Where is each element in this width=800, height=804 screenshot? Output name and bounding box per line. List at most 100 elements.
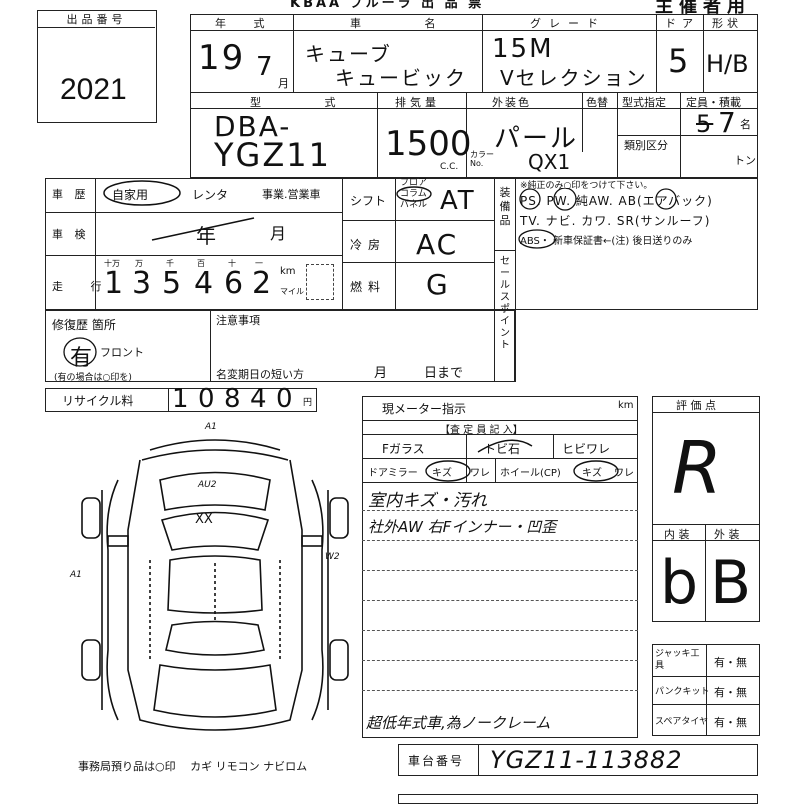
repair-label: 修復歴 箇所 <box>52 318 116 332</box>
model-2: YGZ11 <box>214 136 331 174</box>
comment-3: 超低年式車,為ノークレーム <box>366 714 551 732</box>
notice-label: 注意事項 <box>216 314 260 327</box>
mileage-digit: 5 <box>162 266 184 301</box>
equipment-note: ※純正のみ○印をつけて下さい。 <box>520 181 653 191</box>
diagram-mark: W2 <box>325 552 340 562</box>
comment-2: 社外AW 右Fインナー・凹歪 <box>368 518 557 536</box>
load-unit: トン <box>734 154 756 167</box>
car-name-label: 車 名 <box>350 17 466 30</box>
meter-circles <box>425 439 619 482</box>
doors-label: ドア <box>665 17 699 30</box>
evaluation-grid <box>652 396 760 622</box>
type-spec-label: 型式指定 <box>622 96 666 109</box>
equipment-line-2[interactable]: TV. ナビ. カワ. SR(サンルーフ) <box>520 214 711 228</box>
recycle-label: リサイクル料 <box>62 394 134 408</box>
spare-label: スペアタイヤ <box>655 717 709 727</box>
interior-value: b <box>660 548 701 618</box>
puncture-value[interactable]: 有・無 <box>714 686 747 699</box>
glass-option-chip[interactable]: トビ石 <box>484 442 521 456</box>
mileage-unit-check[interactable] <box>306 264 334 300</box>
comment-1: 室内キズ・汚れ <box>368 491 487 511</box>
chassis-value: YGZ11-113882 <box>490 746 683 774</box>
ac-label: 冷房 <box>350 238 387 252</box>
car-name-2: キュービック <box>335 66 467 90</box>
meter-unit: km <box>618 400 634 411</box>
lot-number-box: 出品番号 2021 <box>37 10 157 123</box>
diagram-mark: XX <box>195 512 213 527</box>
color-code-label: カラーNo. <box>470 150 494 168</box>
meter-grid <box>362 396 638 738</box>
puncture-label: パンクキット <box>655 687 710 697</box>
repair-note: (有の場合は○印を) <box>54 373 132 383</box>
mileage-unit-mile: マイル <box>280 287 304 296</box>
repair-grid <box>45 310 515 382</box>
doors-value: 5 <box>668 42 691 80</box>
wheel-option-crack[interactable]: ワレ <box>614 468 634 479</box>
lot-number-label: 出品番号 <box>38 11 155 28</box>
wheel-option-scratch[interactable]: キズ <box>582 468 602 479</box>
body-label: 形状 <box>712 17 742 30</box>
mileage-digit: 1 <box>104 266 126 301</box>
grade-2: Vセレクション <box>500 66 648 90</box>
displacement-value: 1500 <box>385 124 472 164</box>
inspection-label: 車 検 <box>52 228 90 241</box>
name-change-day: 日まで <box>424 366 464 381</box>
mirror-option-crack[interactable]: ワレ <box>470 468 490 479</box>
top-right-label: 主催者用 <box>655 0 751 17</box>
diagram-mark: A1 <box>205 422 217 432</box>
glass-label: Fガラス <box>382 442 425 456</box>
meter-label: 現メーター指示 <box>382 402 467 416</box>
ac-value: AC <box>416 228 459 261</box>
history-grid <box>45 178 758 310</box>
mileage-digit: 4 <box>194 266 216 301</box>
exterior-color-value: パール <box>494 124 579 154</box>
jack-value[interactable]: 有・無 <box>714 656 747 669</box>
diagram-mark: A1 <box>70 570 82 580</box>
capacity-unit: 名 <box>740 118 751 131</box>
usage-rental[interactable]: レンタ <box>192 188 229 202</box>
usage-private-circle <box>103 180 181 206</box>
mileage-digit: 2 <box>252 266 274 301</box>
usage-business[interactable]: 事業.営業車 <box>262 188 321 201</box>
recycle-box <box>45 388 317 412</box>
shift-options: フロア コラム パネル <box>400 178 428 210</box>
category-label: 類別区分 <box>624 139 668 152</box>
bottom-box <box>398 794 758 804</box>
usage-label: 車 歴 <box>52 188 90 201</box>
mileage-digit: 6 <box>224 266 246 301</box>
diagram-footer: 事務局預り品は○印 カギ リモコン ナビロム <box>78 760 308 773</box>
mileage-unit-km: km <box>280 266 296 277</box>
displacement-unit: C.C. <box>440 162 459 172</box>
model-label: 型 式 <box>250 96 366 109</box>
recycle-unit: 円 <box>303 398 313 408</box>
score-label: 評 価 点 <box>676 399 716 412</box>
equipment-line-3[interactable]: ABS・ 新車保証書←(注) 後日送りのみ <box>520 236 693 247</box>
shift-value: AT <box>440 186 476 216</box>
exterior-color-label: 外装色 <box>492 96 531 109</box>
sales-point-label: セールスポイント <box>500 256 510 351</box>
equipment-line-1[interactable]: PS. PW. 純AW. AB(エアバック) <box>520 194 713 208</box>
mirror-option-scratch[interactable]: キズ <box>432 468 452 479</box>
usage-private[interactable]: 自家用 <box>112 188 149 202</box>
chassis-box <box>398 744 758 776</box>
glass-option-crack[interactable]: ヒビワレ <box>562 442 611 456</box>
capacity-label: 定員・積載 <box>686 96 741 109</box>
repair-location: フロント <box>100 346 144 359</box>
interior-label: 内 装 <box>664 528 690 541</box>
shift-label: シフト <box>350 194 387 208</box>
top-banner: KBAA ブルーラ 出 品 票 <box>290 0 485 11</box>
month-value: 7 <box>256 52 275 82</box>
wheel-label: ホイール(CP) <box>500 468 561 479</box>
capacity-value: 7 <box>718 106 738 139</box>
model-1: DBA- <box>214 110 292 143</box>
name-change-month: 月 <box>374 366 388 381</box>
spare-value[interactable]: 有・無 <box>714 716 747 729</box>
shift-circle <box>396 186 432 202</box>
chassis-label: 車台番号 <box>408 754 465 768</box>
year-value: 19 <box>198 38 246 78</box>
capacity-strike: 5 <box>696 110 714 138</box>
mileage-digit: 3 <box>132 266 154 301</box>
month-unit: 月 <box>278 77 289 90</box>
repair-circle <box>63 337 97 367</box>
inspection-month: 月 <box>270 224 289 243</box>
